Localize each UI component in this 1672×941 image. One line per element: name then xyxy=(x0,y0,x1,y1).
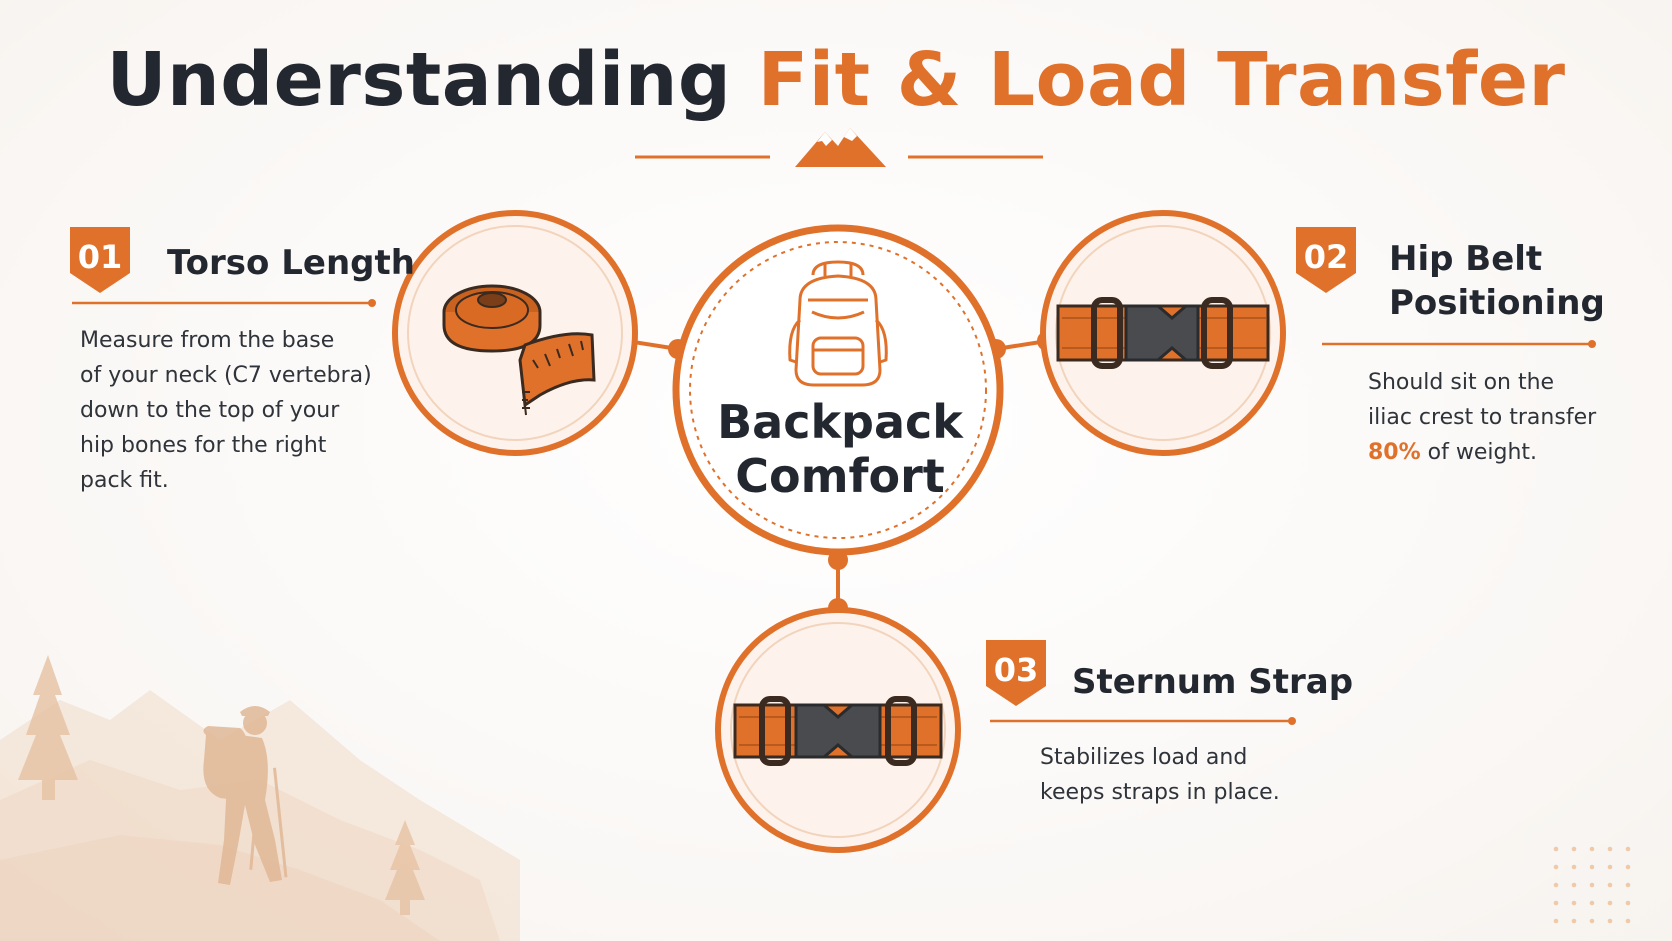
heading-line: Hip Belt xyxy=(1389,239,1543,279)
step-badge-03: 03 xyxy=(986,640,1046,708)
buckle-icon xyxy=(1056,297,1270,369)
heading-rules xyxy=(72,299,1596,725)
measuring-tape-icon xyxy=(442,284,596,416)
description-line-with-highlight: 80% of weight. xyxy=(1368,435,1596,470)
sternum-strap-circle xyxy=(715,607,961,853)
step-number: 03 xyxy=(993,651,1039,689)
description-line: iliac crest to transfer xyxy=(1368,405,1597,430)
description-line: Stabilizes load and xyxy=(1040,745,1248,770)
torso-length-circle xyxy=(392,210,638,456)
description-line: hip bones for the right xyxy=(80,433,327,458)
center-circle xyxy=(672,224,1004,556)
step-heading-sternum-strap: Sternum Strap xyxy=(1072,662,1354,702)
step-description-hip-belt: Should sit on the iliac crest to transfe… xyxy=(1368,365,1596,470)
center-label-line1: Backpack xyxy=(717,395,963,449)
title-prefix: Understanding xyxy=(106,37,732,123)
description-line: Measure from the base xyxy=(80,328,335,353)
dot-pattern xyxy=(1553,846,1631,924)
buckle-icon xyxy=(733,696,943,766)
step-heading-hip-belt: Hip Belt Positioning xyxy=(1389,237,1605,325)
step-description-torso-length: Measure from the base of your neck (C7 v… xyxy=(80,323,372,498)
badge-shield-icon xyxy=(986,640,1046,706)
weight-percentage: 80% xyxy=(1368,440,1421,465)
page-title: Understanding Fit & Load Transfer xyxy=(0,30,1672,130)
backpack-icon xyxy=(788,260,888,387)
description-line: pack fit. xyxy=(80,468,169,493)
description-line: down to the top of your xyxy=(80,398,340,423)
pine-tree-icon xyxy=(18,655,425,915)
badge-shield-icon xyxy=(1296,227,1356,293)
step-description-sternum-strap: Stabilizes load and keeps straps in plac… xyxy=(1040,740,1280,810)
step-number: 01 xyxy=(77,238,123,276)
description-line: keeps straps in place. xyxy=(1040,780,1280,805)
description-line: Should sit on the xyxy=(1368,370,1555,395)
hiker-silhouette xyxy=(203,706,288,885)
heading-line: Positioning xyxy=(1389,283,1605,323)
step-badge-02: 02 xyxy=(1296,227,1356,295)
center-label-line2: Comfort xyxy=(735,449,945,503)
badge-shield-icon xyxy=(70,227,130,293)
step-number: 02 xyxy=(1303,238,1349,276)
description-tail: of weight. xyxy=(1420,440,1538,465)
title-highlight: Fit & Load Transfer xyxy=(757,37,1566,123)
description-line: of your neck (C7 vertebra) xyxy=(80,363,372,388)
hip-belt-circle xyxy=(1040,210,1286,456)
step-badge-01: 01 xyxy=(70,227,130,295)
center-label: Backpack Comfort xyxy=(690,395,990,503)
step-heading-torso-length: Torso Length xyxy=(167,243,415,283)
